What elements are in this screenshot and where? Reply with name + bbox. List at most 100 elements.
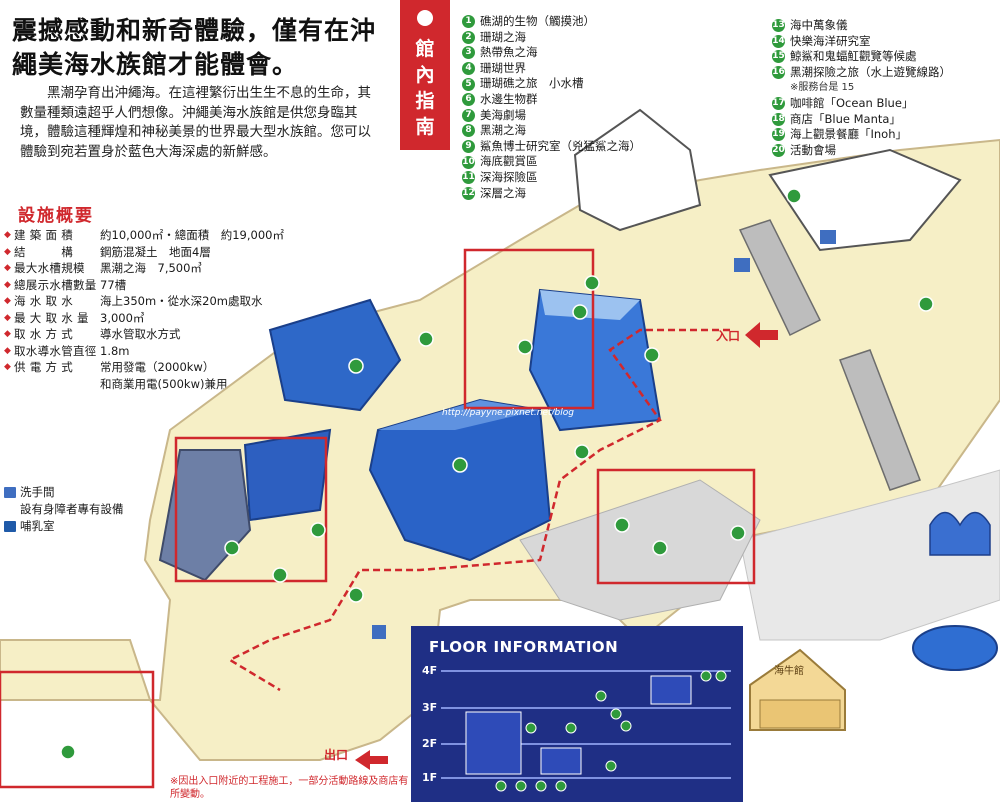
facility-row: ◆最 大 取 水 量 3,000㎥ (4, 310, 389, 327)
marker-number: 17 (772, 97, 785, 111)
bullet-icon: ◆ (4, 329, 11, 339)
tour-route (227, 328, 730, 692)
bullet-icon: ◆ (4, 312, 11, 323)
guide-item-label: 黑潮探險之旅（水上遊覽線路） (790, 64, 951, 79)
bullet-icon: ◆ (4, 230, 11, 240)
marker-number: 8 (462, 124, 475, 138)
guide-item: 13 海中萬象儀 (772, 18, 1000, 34)
marker-number: 11 (462, 171, 475, 185)
floor-label-4f: 4F (422, 664, 438, 677)
guide-item-label: 深海探險區 (480, 169, 538, 184)
guide-item-label: 熱帶魚之海 (480, 45, 538, 60)
guide-item-label: 快樂海洋研究室 (790, 33, 871, 48)
guide-note: ※服務台是 15 (790, 82, 855, 94)
marker-number: 18 (772, 112, 785, 126)
guide-item-label: 深層之海 (480, 185, 526, 200)
guide-item-label: 水邊生物群 (480, 91, 538, 106)
marker-number: 15 (772, 50, 785, 64)
facility-row: ◆最大水槽規模黑潮之海 7,500㎥ (4, 260, 389, 277)
legend-nursing-label: 哺乳室 (20, 519, 55, 533)
bullet-icon: ◆ (4, 296, 11, 306)
marker-number: 13 (772, 19, 785, 33)
headline: 震撼感動和新奇體驗，僅有在沖 繩美海水族館才能體會。 (12, 14, 387, 82)
nursing-room-icon (4, 521, 16, 532)
headline-line-1: 震撼感動和新奇體驗，僅有在沖 (12, 16, 377, 45)
marker-number: 2 (462, 30, 475, 44)
headline-line-2: 繩美海水族館才能體會。 (12, 50, 299, 79)
facility-row: ◆海 水 取 水 海上350m・從水深20m處取水 (4, 293, 389, 310)
legend-accessible-label: 設有身障者專有設備 (20, 502, 124, 516)
guide-item: 12 深層之海 (462, 186, 762, 202)
construction-footnote: ※因出入口附近的工程施工，一部分活動路線及商店有所變動。 (170, 776, 409, 800)
escalator-upper (738, 219, 822, 337)
floor-information-title: FLOOR INFORMATION (429, 638, 619, 656)
watermark-url: http://payyne.pixnet.net/blog (442, 408, 574, 418)
guide-item-label: 美海劇場 (480, 107, 526, 122)
marker-number: 12 (462, 186, 475, 200)
facility-value: 1.8m (100, 343, 130, 358)
guide-item: 17 咖啡館「Ocean Blue」 (772, 96, 1000, 112)
floor-section-diagram (441, 670, 731, 792)
guide-item-label: 鯊魚博士研究室（兇猛鯊之海） (480, 138, 641, 153)
floor-label-1f: 1F (422, 771, 438, 784)
legend-restroom-label: 洗手間 (20, 485, 55, 499)
guide-item-label: 黑潮之海 (480, 123, 526, 138)
facility-label: 供 電 方 式 (14, 360, 74, 374)
floor-information-panel: FLOOR INFORMATION 4F 3F 2F 1F (411, 626, 743, 802)
guide-item-label: 鯨鯊和鬼蝠魟觀覽等候處 (790, 49, 917, 64)
guide-item-label: 珊瑚礁之旅 小水槽 (480, 76, 584, 91)
facility-row: ◆供 電 方 式常用發電（2000kw） 和商業用電(500kw)兼用 (4, 359, 389, 392)
tank-coral-sea (528, 288, 662, 432)
restroom-icon (4, 487, 16, 498)
roof-frame (573, 108, 962, 252)
marker-number: 4 (462, 62, 475, 76)
guide-item-label: 珊瑚之海 (480, 29, 526, 44)
guide-item-label: 商店「Blue Manta」 (790, 111, 901, 126)
facility-value: 約10,000㎡・總面積 約19,000㎡ (100, 228, 284, 242)
guide-item-label: 咖啡館「Ocean Blue」 (790, 95, 914, 110)
guide-item: 4 珊瑚世界 (462, 61, 762, 77)
marker-number: 1 (462, 15, 475, 29)
guide-item-label: 珊瑚世界 (480, 60, 526, 75)
guide-item-label: 海中萬象儀 (790, 18, 848, 32)
bullet-icon: ◆ (4, 345, 11, 356)
guide-item: 8 黑潮之海 (462, 123, 762, 139)
legend-nursing: 哺乳室 (4, 518, 164, 535)
facility-row: ◆建 築 面 積 約10,000㎡・總面積 約19,000㎡ (4, 227, 389, 244)
facility-label: 海 水 取 水 (14, 294, 74, 308)
marker-number: 14 (772, 34, 785, 48)
guide-item: 2 珊瑚之海 (462, 30, 762, 46)
bullet-icon: ◆ (4, 246, 11, 257)
exit-arrow (355, 750, 388, 770)
facility-value: 海上350m・從水深20m處取水 (100, 294, 263, 308)
guide-item: 14 快樂海洋研究室 (772, 34, 1000, 50)
escalator-lower (839, 349, 921, 491)
floor-label-3f: 3F (422, 701, 438, 714)
facility-label: 建 築 面 積 (14, 228, 74, 242)
facility-value: 3,000㎥ (100, 310, 145, 325)
facility-value: 77槽 (100, 277, 127, 292)
guide-item-label: 海上觀景餐廳「Inoh」 (790, 127, 908, 142)
entrance-arrow (745, 322, 778, 348)
marker-number: 20 (772, 144, 785, 158)
facility-list: ◆建 築 面 積約10,000㎡・總面積 約19,000㎡ ◆結 構鋼筋混凝土 … (4, 227, 389, 392)
floor-guide-banner: 館內指南 (400, 0, 450, 150)
legend-restroom: 洗手間 (4, 484, 164, 501)
facility-label: 最 大 取 水 量 (14, 310, 89, 325)
facility-overview-title: 設施概要 (18, 206, 94, 226)
floor-label-2f: 2F (422, 737, 438, 750)
tank-left-lower (268, 298, 402, 412)
facility-label: 總展示水槽數量 (14, 277, 97, 292)
outdoor-pool (912, 625, 998, 671)
facility-label: 結 構 (14, 244, 73, 259)
